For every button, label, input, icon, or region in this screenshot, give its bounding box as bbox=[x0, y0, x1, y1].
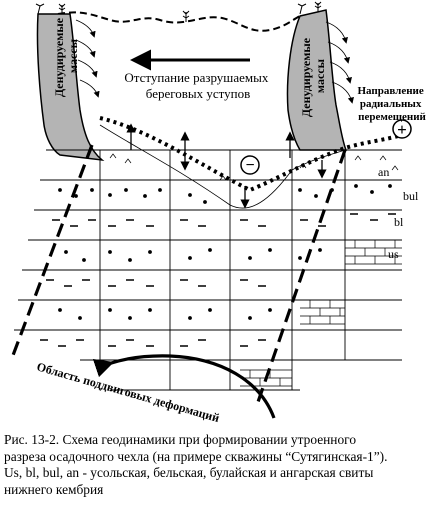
geodynamics-diagram: − + Денудируемые массы Денудируемые масс… bbox=[10, 1, 427, 425]
lithology-patterns bbox=[40, 153, 402, 387]
vegetation-icons bbox=[35, 1, 322, 22]
caption-line-3: Us, bl, bul, an - усольская, бельская, б… bbox=[4, 465, 374, 481]
layer-label-us: us bbox=[388, 247, 399, 261]
caption-line-4: нижнего кембрия bbox=[4, 481, 104, 497]
plus-sign: + bbox=[397, 120, 407, 139]
radial-direction-label: Направление радиальных перемещений bbox=[357, 85, 426, 123]
layer-label-an: an bbox=[378, 165, 389, 179]
thrust-faults bbox=[10, 144, 347, 403]
strata-lines bbox=[14, 149, 402, 391]
plus-sign-icon bbox=[392, 119, 412, 139]
denudation-mass-left bbox=[36, 13, 105, 162]
surface-line bbox=[57, 11, 301, 32]
retreat-label: Отступание разрушаемых береговых уступов bbox=[124, 70, 271, 101]
caption-line-1: Рис. 13-2. Схема геодинамики при формиро… bbox=[4, 432, 357, 447]
radial-movement-arrows bbox=[126, 123, 327, 209]
layer-label-bul: bul bbox=[403, 189, 419, 203]
minus-sign-icon bbox=[240, 155, 260, 175]
figure-caption: Рис. 13-2. Схема геодинамики при формиро… bbox=[4, 432, 440, 498]
denudation-flow-arrows bbox=[75, 19, 354, 104]
caption-line-2: разреза осадочного чехла (на примере скв… bbox=[4, 448, 388, 464]
denudation-label-left: Денудируемые массы bbox=[52, 15, 80, 97]
denudation-label-right: Денудируемые массы bbox=[299, 35, 327, 117]
layer-label-bl: bl bbox=[394, 215, 404, 229]
depression-boundary bbox=[99, 116, 403, 193]
minus-sign: − bbox=[245, 157, 254, 174]
subduction-arrow bbox=[92, 354, 276, 419]
subduction-zone-label: Область поддвиговых деформаций bbox=[35, 359, 221, 425]
